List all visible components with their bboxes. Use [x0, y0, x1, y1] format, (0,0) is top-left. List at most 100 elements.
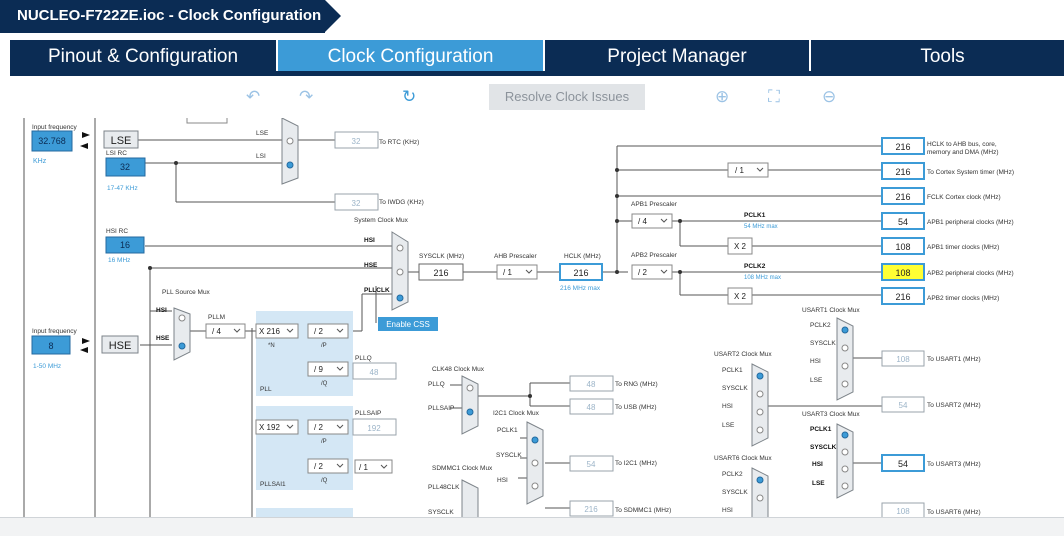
tab-clock-configuration[interactable]: Clock Configuration — [278, 40, 543, 71]
usart3-sysclk-option[interactable] — [841, 448, 849, 456]
lsi-rc-block — [105, 157, 146, 177]
pllsai-n-select[interactable] — [255, 419, 299, 435]
pll-source-mux[interactable] — [173, 307, 191, 361]
system-mux-hse-option[interactable] — [396, 268, 404, 276]
usart6-pclk2-option[interactable] — [756, 476, 764, 484]
apb2-timer-multiplier — [727, 287, 753, 305]
resolve-clock-issues-button[interactable]: Resolve Clock Issues — [489, 84, 645, 110]
rtc-divider-select[interactable] — [186, 118, 228, 124]
i2c1-label: To I2C1 (MHz) — [615, 460, 657, 467]
i2c1-pclk1-option[interactable] — [531, 436, 539, 444]
i2c1-sysclk-label: SYSCLK — [496, 452, 522, 459]
usart2-pclk1-option[interactable] — [756, 372, 764, 380]
system-mux-pllclk-option[interactable] — [396, 294, 404, 302]
lse-block[interactable] — [103, 130, 139, 149]
pll-source-mux-label: PLL Source Mux — [162, 289, 211, 296]
output-fclk-box[interactable] — [881, 187, 925, 205]
usart6-sysclk-option[interactable] — [756, 494, 764, 502]
pll-n-select[interactable] — [255, 323, 299, 339]
output-hclk-box[interactable] — [881, 137, 925, 155]
output-apb1-peripheral-box[interactable] — [881, 212, 925, 230]
hclk-input[interactable] — [559, 263, 603, 281]
system-mux-hsi-option[interactable] — [396, 244, 404, 252]
enable-css-button[interactable] — [378, 317, 438, 331]
hse-input-frequency-label: Input frequency — [32, 328, 78, 335]
pll-source-hse-option[interactable] — [178, 342, 186, 350]
pllsai-div-select[interactable] — [354, 459, 393, 474]
usart3-lse-option[interactable] — [841, 482, 849, 490]
usart1-sysclk-option[interactable] — [841, 344, 849, 352]
usart1-label: To USART1 (MHz) — [927, 356, 981, 363]
clk48-pllsaip-option[interactable] — [466, 408, 474, 416]
undo-icon[interactable]: ↶ — [246, 87, 261, 106]
pllsaip-output-box — [352, 418, 397, 436]
rtc-clock-mux[interactable] — [281, 118, 299, 185]
usart6-label: To USART6 (MHz) — [927, 509, 981, 516]
usart6-clock-mux[interactable] — [751, 467, 769, 518]
cortex-divider-select[interactable] — [727, 162, 769, 178]
hse-frequency-input[interactable] — [31, 335, 71, 355]
pll-p-select[interactable] — [307, 323, 349, 339]
output-hclk-value: 216 — [895, 142, 910, 152]
usart3-hsi-label: HSI — [812, 461, 823, 468]
fit-icon[interactable]: ⛶ — [768, 87, 780, 106]
pll-q-select[interactable] — [307, 361, 349, 377]
pllm-select[interactable] — [205, 323, 246, 339]
lse-frequency-input[interactable] — [31, 130, 73, 152]
apb2-prescaler-select[interactable] — [631, 264, 673, 280]
tab-pinout[interactable]: Pinout & Configuration — [10, 40, 276, 71]
usart1-mux-label: USART1 Clock Mux — [802, 307, 860, 314]
tab-project-manager[interactable]: Project Manager — [545, 40, 809, 71]
pllsai2-panel — [256, 508, 353, 518]
redo-icon[interactable]: ↷ — [299, 87, 314, 106]
refresh-icon[interactable]: ↻ — [402, 87, 417, 106]
usart2-sysclk-option[interactable] — [756, 390, 764, 398]
pllsai-p-select[interactable] — [307, 419, 349, 435]
pll-source-hsi-option[interactable] — [178, 314, 186, 322]
usart3-output-box[interactable] — [881, 454, 925, 472]
zoom-in-icon[interactable]: ⊕ — [715, 87, 730, 106]
usart2-value: 54 — [899, 401, 908, 410]
iwdg-output-box — [334, 193, 379, 211]
output-hclk-label-2: memory and DMA (MHz) — [927, 149, 999, 156]
rtc-mux-lse-option[interactable] — [286, 137, 294, 145]
apb1-prescaler-label: APB1 Prescaler — [631, 201, 678, 208]
pclk1-label: PCLK1 — [744, 212, 766, 219]
ahb-prescaler-select[interactable] — [496, 264, 538, 280]
hse-label: HSE — [109, 340, 132, 352]
pllsai-q-select[interactable] — [307, 458, 349, 474]
rtc-output-box — [334, 131, 379, 149]
i2c1-hsi-option[interactable] — [531, 482, 539, 490]
usart1-pclk2-option[interactable] — [841, 326, 849, 334]
clk48-pllq-option[interactable] — [466, 384, 474, 392]
clk48-clock-mux[interactable] — [461, 375, 479, 435]
usart2-clock-mux[interactable] — [751, 363, 769, 447]
apb1-multiplier-value: X 2 — [734, 242, 747, 251]
output-apb2-peripheral-box[interactable] — [881, 263, 925, 281]
lse-unit: KHz — [33, 158, 47, 165]
usart1-lse-option[interactable] — [841, 380, 849, 388]
system-clock-mux-label: System Clock Mux — [354, 217, 409, 224]
usart3-pclk1-option[interactable] — [841, 431, 849, 439]
hse-block[interactable] — [101, 335, 139, 354]
lse-frequency-value: 32.768 — [38, 136, 66, 146]
output-cortex-timer-box[interactable] — [881, 162, 925, 180]
usart2-hsi-option[interactable] — [756, 408, 764, 416]
sdmmc1-clock-mux[interactable] — [461, 479, 479, 518]
output-apb1-peripheral-value: 54 — [898, 217, 908, 227]
zoom-out-icon[interactable]: ⊖ — [822, 87, 837, 106]
i2c1-sysclk-option[interactable] — [531, 459, 539, 467]
usart3-hsi-option[interactable] — [841, 465, 849, 473]
usb-label: To USB (MHz) — [615, 404, 657, 411]
tab-tools[interactable]: Tools — [811, 40, 1064, 71]
pll-p-value: / 2 — [314, 327, 323, 336]
bottom-scrollbar[interactable] — [0, 517, 1064, 536]
rtc-mux-lsi-option[interactable] — [286, 161, 294, 169]
output-apb1-timer-box[interactable] — [881, 237, 925, 255]
output-apb2-timer-box[interactable] — [881, 287, 925, 305]
usart1-hsi-option[interactable] — [841, 362, 849, 370]
usart3-clock-mux[interactable] — [836, 423, 854, 499]
usart2-lse-option[interactable] — [756, 426, 764, 434]
apb1-prescaler-select[interactable] — [631, 213, 673, 229]
usart1-clock-mux[interactable] — [836, 317, 854, 401]
